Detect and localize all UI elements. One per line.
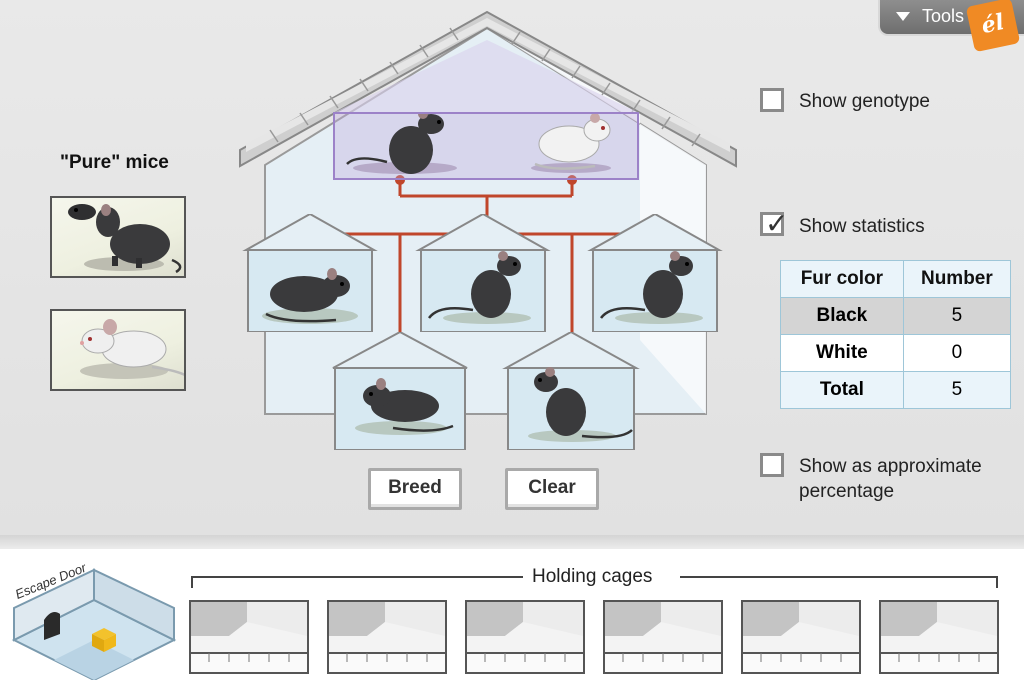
- column-header: Number: [902, 260, 1012, 298]
- holding-cage-2[interactable]: [327, 600, 447, 676]
- offspring-cage-3[interactable]: [587, 214, 723, 332]
- white-mouse-icon: [80, 319, 184, 379]
- parent-black-mouse-icon: [389, 126, 433, 174]
- statistics-table: Fur color Number Black 5 White 0 Total 5: [780, 260, 1012, 409]
- show-genotype-label: Show genotype: [799, 91, 930, 112]
- clear-button[interactable]: Clear: [505, 468, 599, 510]
- mouse-hole-icon: [44, 612, 60, 640]
- offspring-cage-2[interactable]: [415, 214, 551, 332]
- holding-cage-3[interactable]: [465, 600, 585, 676]
- column-header: Fur color: [780, 260, 904, 298]
- pure-mice-title: "Pure" mice: [60, 152, 169, 173]
- pure-black-mouse-cage[interactable]: [50, 196, 186, 278]
- triangle-down-icon: [896, 12, 910, 21]
- offspring-cage-1[interactable]: [242, 214, 378, 332]
- table-row: Total 5: [780, 371, 1012, 409]
- offspring-mouse-2: [415, 214, 551, 332]
- row-value: 0: [902, 334, 1012, 372]
- offspring-mouse-4: [332, 332, 468, 450]
- holding-bracket-right: [680, 576, 998, 588]
- holding-cage-5[interactable]: [741, 600, 861, 676]
- pure-white-mouse-cage[interactable]: [50, 309, 186, 391]
- holding-cage-6[interactable]: [879, 600, 999, 676]
- holding-cage-4[interactable]: [603, 600, 723, 676]
- parent-cage[interactable]: [333, 109, 639, 180]
- row-label: White: [780, 334, 904, 372]
- show-statistics-checkbox[interactable]: ✓: [760, 207, 788, 240]
- row-value: 5: [902, 297, 1012, 335]
- holding-cages-title: Holding cages: [528, 566, 657, 588]
- breed-button[interactable]: Breed: [368, 468, 462, 510]
- row-value: 5: [902, 371, 1012, 409]
- table-header-row: Fur color Number: [780, 260, 1012, 298]
- row-label: Total: [780, 371, 904, 409]
- workspace: Tools él "Pure" mice: [0, 0, 1024, 535]
- table-row: White 0: [780, 334, 1012, 372]
- offspring-cage-4[interactable]: [329, 332, 468, 450]
- row-label: Black: [780, 297, 904, 335]
- holding-bracket-left: [191, 576, 523, 588]
- show-genotype-checkbox[interactable]: [760, 88, 784, 112]
- offspring-mouse-3: [587, 214, 723, 332]
- escape-door[interactable]: [10, 568, 180, 680]
- show-percentage-label-line2: percentage: [799, 481, 895, 502]
- show-statistics-label: Show statistics: [799, 216, 925, 237]
- show-percentage-checkbox[interactable]: [760, 453, 784, 477]
- tools-label: Tools: [922, 6, 965, 26]
- offspring-mouse-1: [242, 214, 378, 332]
- show-percentage-label-line1: Show as approximate: [799, 456, 982, 477]
- offspring-cage-5[interactable]: [502, 332, 640, 450]
- panel-divider: [0, 535, 1024, 549]
- checkmark-icon: ✓: [765, 207, 789, 240]
- black-mouse-icon: [68, 204, 182, 274]
- parent-white-mouse-icon: [538, 125, 600, 163]
- parent-mice: [346, 109, 611, 174]
- holding-cage-1[interactable]: [189, 600, 309, 676]
- table-row: Black 5: [780, 297, 1012, 335]
- offspring-mouse-5: [502, 332, 640, 450]
